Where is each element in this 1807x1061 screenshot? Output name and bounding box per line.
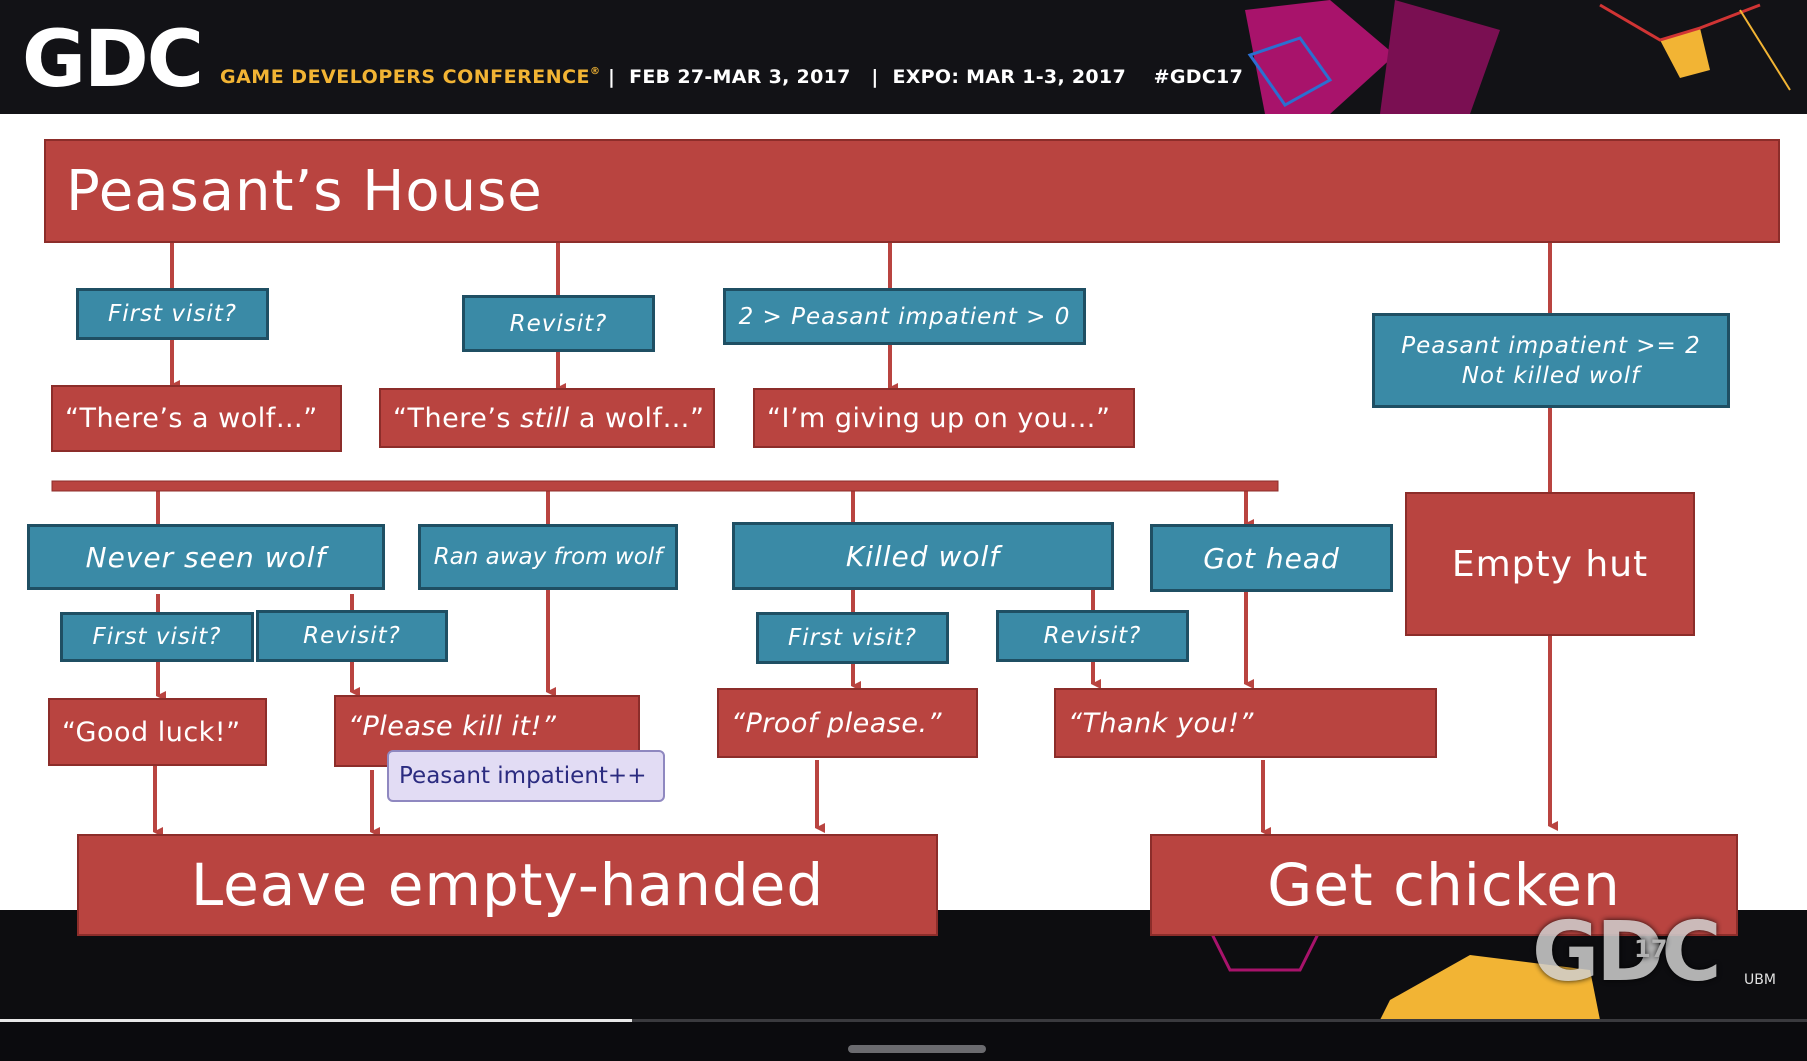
outcome-leave-empty-handed: Leave empty-handed <box>77 834 938 936</box>
banner-shape-blue <box>1247 36 1333 107</box>
banner-line-red <box>1599 3 1761 42</box>
note-peasant-impatient-increment: Peasant impatient++ <box>387 750 665 802</box>
watermark-logo: GDC <box>1532 905 1722 1000</box>
title-peasants-house: Peasant’s House <box>44 139 1780 243</box>
condition-impatient-high-line1: Peasant impatient >= 2 <box>1401 332 1701 359</box>
condition-impatient-high: Peasant impatient >= 2 Not killed wolf <box>1372 313 1730 408</box>
state-killed-wolf: Killed wolf <box>732 522 1114 590</box>
banner-shape-purple <box>1380 0 1500 114</box>
subcondition-never-first-visit: First visit? <box>60 612 254 662</box>
outcome-get-chicken: Get chicken <box>1150 834 1738 936</box>
greeting-theres-a-wolf: “There’s a wolf…” <box>51 385 342 452</box>
greeting-still-suffix: a wolf…” <box>569 402 705 434</box>
condition-impatient-range: 2 > Peasant impatient > 0 <box>723 288 1086 345</box>
conference-name-text: GAME DEVELOPERS CONFERENCE <box>220 66 591 88</box>
subcondition-killed-first-visit: First visit? <box>756 612 949 664</box>
greeting-still-word: still <box>520 402 570 434</box>
state-ran-away-from-wolf: Ran away from wolf <box>418 524 678 590</box>
response-good-luck: “Good luck!” <box>48 698 267 766</box>
bottom-decoration <box>1198 910 1600 1020</box>
subcondition-killed-revisit: Revisit? <box>996 610 1189 662</box>
condition-first-visit: First visit? <box>76 288 269 340</box>
home-indicator[interactable] <box>848 1045 986 1053</box>
bottom-shape-gold <box>1380 955 1600 1020</box>
video-progress-fill <box>0 1019 633 1022</box>
watermark-year: 17 <box>1634 935 1668 963</box>
greeting-giving-up: “I’m giving up on you…” <box>753 388 1135 448</box>
conference-dates: | FEB 27-MAR 3, 2017 | EXPO: MAR 1-3, 20… <box>608 66 1244 88</box>
registered-mark: ® <box>590 66 601 77</box>
gdc17-watermark: GDC 17 <box>1532 905 1722 1000</box>
response-thank-you: “Thank you!” <box>1054 688 1437 758</box>
response-proof-please: “Proof please.” <box>717 688 978 758</box>
conference-name: GAME DEVELOPERS CONFERENCE® <box>220 66 601 88</box>
banner-line-gold <box>1739 9 1791 91</box>
state-got-head: Got head <box>1150 524 1393 592</box>
subcondition-never-revisit: Revisit? <box>256 610 448 662</box>
bottom-shape-magenta <box>1198 910 1332 972</box>
banner-shape-magenta <box>1245 0 1395 114</box>
banner-decoration <box>1245 0 1791 114</box>
greeting-still-a-wolf: “There’s still a wolf…” <box>379 388 715 448</box>
video-progress-bar[interactable] <box>0 1019 1807 1022</box>
greeting-still-prefix: “There’s <box>393 402 521 434</box>
banner-shape-gold <box>1660 28 1710 78</box>
gdc-logo: GDC <box>22 15 204 105</box>
ubm-mark: UBM <box>1744 972 1776 988</box>
state-never-seen-wolf: Never seen wolf <box>27 524 385 590</box>
condition-revisit: Revisit? <box>462 295 655 352</box>
state-empty-hut: Empty hut <box>1405 492 1695 636</box>
condition-impatient-high-line2: Not killed wolf <box>1461 362 1641 389</box>
conference-banner: GDC GAME DEVELOPERS CONFERENCE® | FEB 27… <box>0 0 1807 114</box>
